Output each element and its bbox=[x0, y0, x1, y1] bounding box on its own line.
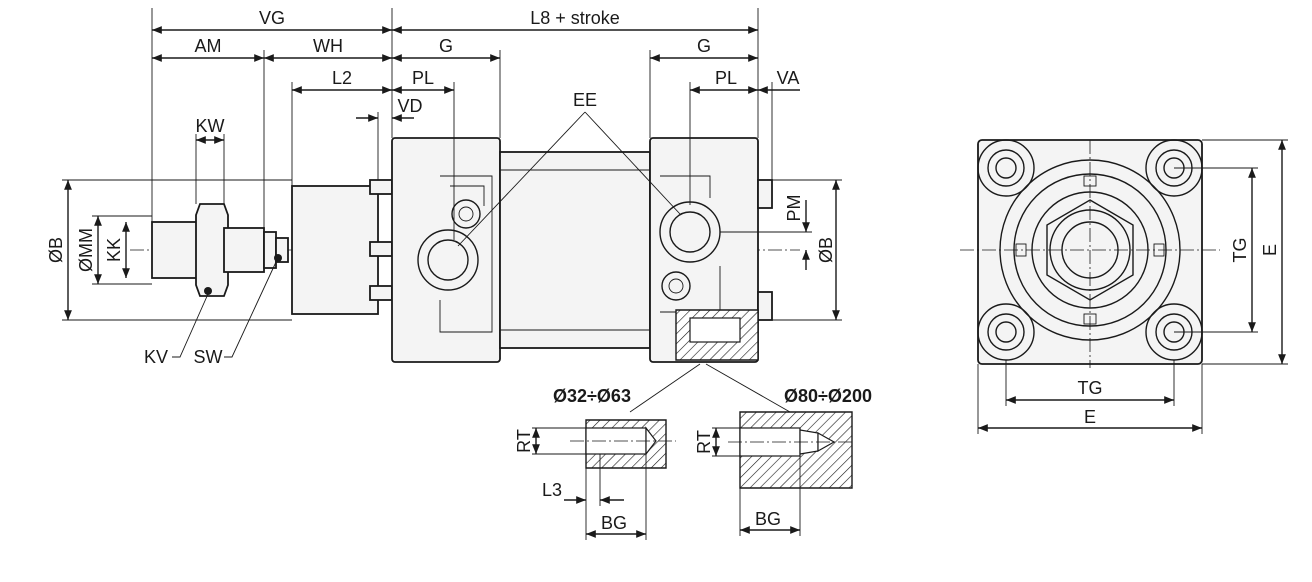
label-pm: PM bbox=[784, 195, 804, 222]
rod-flat bbox=[263, 231, 277, 269]
label-l8-stroke: L8 + stroke bbox=[530, 8, 620, 28]
rod-bore bbox=[1061, 221, 1119, 279]
label-bore-small: Ø32÷Ø63 bbox=[553, 386, 631, 406]
tie-rod-front-mid bbox=[369, 241, 393, 257]
barrel bbox=[499, 151, 651, 349]
label-vd: VD bbox=[397, 96, 422, 116]
kv-marker-dot bbox=[204, 287, 212, 295]
label-kk: KK bbox=[104, 238, 124, 262]
sw-marker-dot bbox=[274, 254, 282, 262]
label-l2: L2 bbox=[332, 68, 352, 88]
tie-rod-rear-top bbox=[757, 179, 773, 209]
label-g-right: G bbox=[697, 36, 711, 56]
label-kw: KW bbox=[196, 116, 225, 136]
label-l3: L3 bbox=[542, 480, 562, 500]
front-cover bbox=[391, 137, 501, 363]
label-va: VA bbox=[777, 68, 800, 88]
tie-rod-rear-bottom bbox=[757, 291, 773, 321]
label-rt-large: RT bbox=[694, 430, 714, 454]
label-pl-left: PL bbox=[412, 68, 434, 88]
label-ob-right: ØB bbox=[816, 237, 836, 263]
label-tg-vertical: TG bbox=[1230, 238, 1250, 263]
detail-small-bore bbox=[532, 419, 676, 540]
front-cover-neck bbox=[291, 185, 379, 315]
label-tg-horizontal: TG bbox=[1078, 378, 1103, 398]
side-view bbox=[130, 137, 800, 363]
label-ee: EE bbox=[573, 90, 597, 110]
label-rt-small: RT bbox=[514, 429, 534, 453]
label-e-vertical: E bbox=[1260, 244, 1280, 256]
label-ob-left: ØB bbox=[46, 237, 66, 263]
label-kv: KV bbox=[144, 347, 168, 367]
rear-throttle-screw bbox=[661, 271, 691, 301]
label-sw: SW bbox=[194, 347, 223, 367]
label-e-horizontal: E bbox=[1084, 407, 1096, 427]
rod-nut bbox=[195, 203, 229, 297]
label-vg: VG bbox=[259, 8, 285, 28]
dimension-labels: VG L8 + stroke AM WH G G L2 PL PL VA VD … bbox=[46, 8, 1280, 533]
rod-end-thread bbox=[151, 221, 203, 279]
tie-rod-boss-top-left bbox=[977, 139, 1035, 197]
rear-cover bbox=[649, 137, 759, 363]
label-g-left: G bbox=[439, 36, 453, 56]
front-throttle-screw bbox=[451, 199, 481, 229]
label-am: AM bbox=[195, 36, 222, 56]
label-bg-small: BG bbox=[601, 513, 627, 533]
front-port-ee bbox=[417, 229, 479, 291]
detail-large-bore bbox=[712, 411, 853, 536]
label-omm: ØMM bbox=[76, 228, 96, 272]
piston-rod bbox=[223, 227, 265, 273]
label-pl-right: PL bbox=[715, 68, 737, 88]
label-bore-large: Ø80÷Ø200 bbox=[784, 386, 872, 406]
side-view-dimensions bbox=[62, 8, 842, 413]
label-bg-large: BG bbox=[755, 509, 781, 529]
tie-rod-front-top bbox=[369, 179, 393, 195]
hex-nut bbox=[1046, 199, 1134, 301]
label-wh: WH bbox=[313, 36, 343, 56]
end-view bbox=[960, 139, 1288, 434]
tie-rod-front-bottom bbox=[369, 285, 393, 301]
